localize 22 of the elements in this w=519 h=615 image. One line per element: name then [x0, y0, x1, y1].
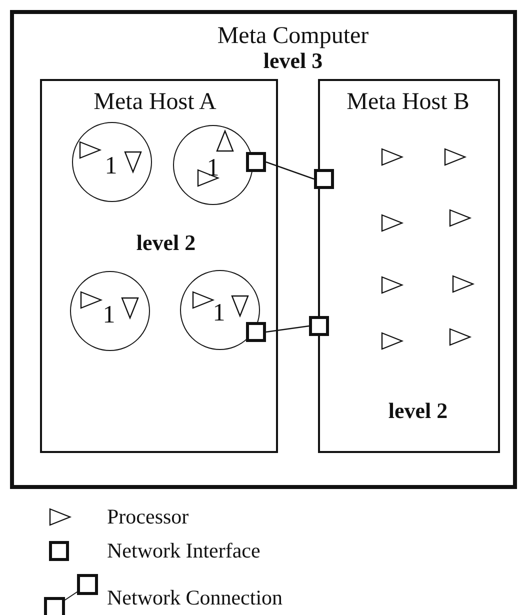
system-title: Meta Computer	[217, 24, 369, 48]
network-interface-square	[314, 169, 334, 189]
level-label: level 3	[263, 50, 323, 72]
node-number: 1	[102, 302, 116, 328]
network-interface-square	[246, 322, 266, 342]
node-number: 1	[104, 154, 118, 178]
outer-system-box	[10, 10, 517, 489]
network-interface-square	[246, 152, 266, 172]
connection-line	[266, 161, 314, 180]
host-box	[318, 79, 500, 453]
level-label: level 2	[388, 400, 448, 422]
network-interface-square	[309, 316, 329, 336]
legend-label: Network Connection	[107, 588, 283, 608]
node-number: 1	[212, 300, 226, 326]
connection-line	[266, 325, 310, 333]
legend-label: Network Interface	[107, 540, 260, 562]
level-label: level 2	[136, 232, 196, 254]
node-number: 1	[206, 156, 220, 180]
host-title: Meta Host A	[94, 90, 216, 114]
host-box	[40, 79, 278, 453]
host-title: Meta Host B	[346, 90, 470, 114]
legend-label: Processor	[107, 506, 189, 528]
